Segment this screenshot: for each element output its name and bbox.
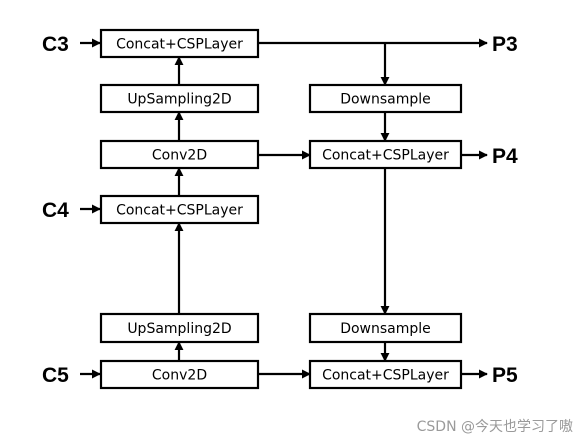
input-label-c5: C5 bbox=[42, 364, 69, 387]
edges bbox=[80, 38, 488, 379]
node-concat-p4: Concat+CSPLayer bbox=[308, 139, 463, 170]
node-conv2d-top: Conv2D bbox=[99, 139, 260, 170]
node-label: Conv2D bbox=[152, 148, 207, 164]
output-label-p4: P4 bbox=[492, 145, 518, 168]
node-conv2d-bottom: Conv2D bbox=[99, 359, 260, 390]
node-concat-c4: Concat+CSPLayer bbox=[99, 194, 260, 225]
node-label: Conv2D bbox=[152, 368, 207, 384]
node-upsampling-top: UpSampling2D bbox=[99, 83, 260, 114]
node-concat-p5: Concat+CSPLayer bbox=[308, 359, 463, 390]
node-label: Concat+CSPLayer bbox=[322, 148, 449, 164]
node-label: Downsample bbox=[340, 92, 431, 108]
node-upsampling-bottom: UpSampling2D bbox=[99, 312, 260, 344]
node-downsample-top: Downsample bbox=[308, 83, 463, 114]
input-label-c4: C4 bbox=[42, 199, 69, 222]
watermark: CSDN @今天也学习了嗷 bbox=[416, 419, 573, 435]
node-downsample-bottom: Downsample bbox=[308, 312, 463, 344]
output-label-p5: P5 bbox=[492, 364, 518, 387]
node-label: Downsample bbox=[340, 321, 431, 337]
node-label: Concat+CSPLayer bbox=[116, 203, 243, 219]
node-label: Concat+CSPLayer bbox=[116, 37, 243, 53]
node-label: UpSampling2D bbox=[127, 321, 231, 337]
output-label-p3: P3 bbox=[492, 33, 518, 56]
node-label: Concat+CSPLayer bbox=[322, 368, 449, 384]
input-label-c3: C3 bbox=[42, 33, 69, 56]
node-concat-c3: Concat+CSPLayer bbox=[99, 28, 260, 59]
node-label: UpSampling2D bbox=[127, 92, 231, 108]
